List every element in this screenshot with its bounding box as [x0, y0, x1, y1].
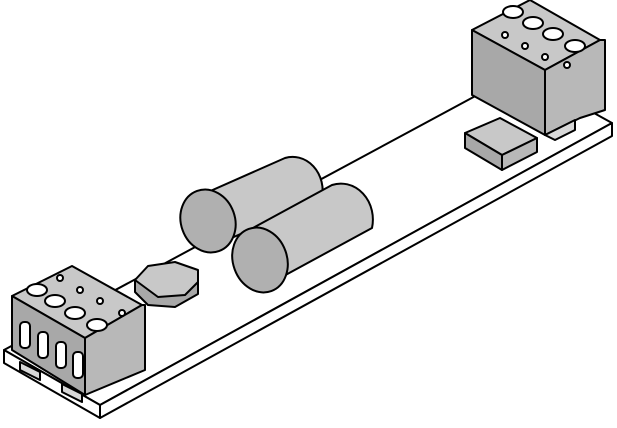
capacitor-icon — [231, 182, 374, 294]
terminal-block-icon — [471, 0, 606, 141]
terminal-block-icon — [11, 265, 146, 403]
inductor-icon — [134, 261, 199, 308]
chip-icon — [464, 117, 538, 171]
capacitor-icon — [179, 155, 324, 254]
